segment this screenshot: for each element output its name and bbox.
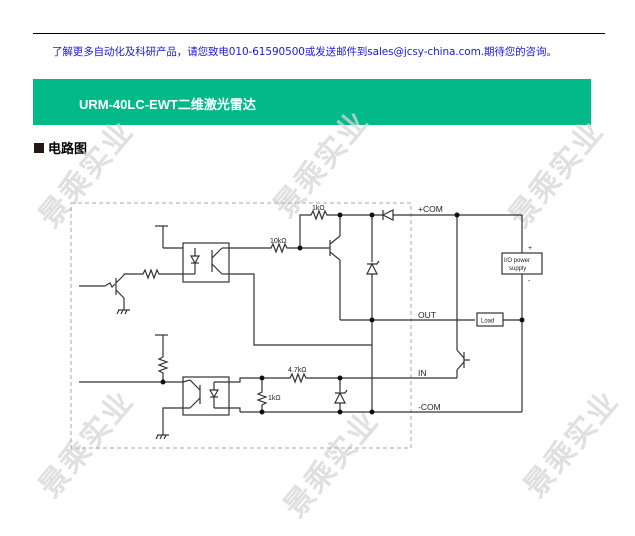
product-banner: URM-40LC-EWT二维激光雷达 bbox=[33, 79, 591, 125]
section-title: 电路图 bbox=[48, 142, 88, 157]
load-label: Load bbox=[481, 319, 494, 325]
resistor-1k-shunt-label: 1kΩ bbox=[268, 395, 281, 402]
plus-com-label: +COM bbox=[418, 204, 443, 214]
psu-label-line2: supply bbox=[509, 266, 526, 272]
resistor-4.7k-label: 4.7kΩ bbox=[288, 367, 306, 374]
psu-plus-label: + bbox=[528, 245, 532, 252]
resistor-1k-label: 1kΩ bbox=[312, 205, 325, 212]
out-label: OUT bbox=[418, 310, 436, 320]
top-divider bbox=[33, 33, 605, 34]
section-heading: 电路图 bbox=[34, 138, 87, 157]
minus-com-label: -COM bbox=[418, 402, 441, 412]
psu-minus-label: - bbox=[528, 278, 531, 285]
resistor-10k-label: 10kΩ bbox=[270, 238, 287, 245]
psu-label-line1: I/O power bbox=[504, 258, 530, 264]
product-title: URM-40LC-EWT二维激光雷达 bbox=[79, 97, 256, 112]
contact-info-text: 了解更多自动化及科研产品，请您致电010-61590500或发送邮件到sales… bbox=[52, 46, 557, 58]
in-label: IN bbox=[418, 368, 427, 378]
square-bullet-icon bbox=[34, 142, 44, 153]
